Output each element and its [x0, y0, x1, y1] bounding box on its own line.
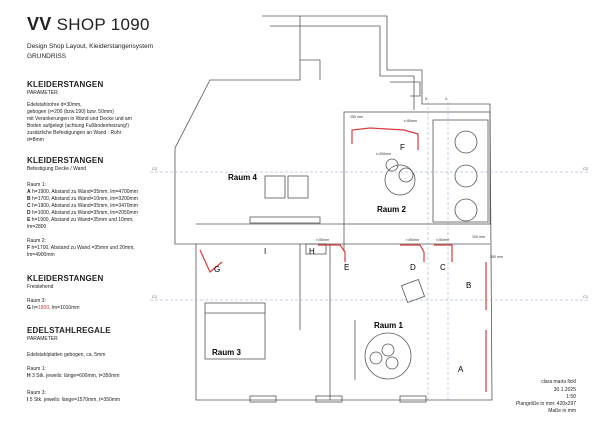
label-raum1: Raum 1	[374, 321, 403, 330]
rod-c	[434, 244, 453, 262]
rod-d-line: D h=1000, Abstand zu Wand=35mm, lm=2050m…	[27, 210, 138, 216]
shelf-unit-2	[287, 175, 309, 199]
section-2-room1: Raum 1:	[27, 182, 46, 188]
dim-r50-d: r=50mm	[406, 238, 419, 242]
subtitle-line-2: GRUNDRISS	[27, 53, 67, 60]
section-4-room3: Raum 3:	[27, 390, 46, 396]
rod-b-line: B h=1700, Abstand zu Wand=10mm, lm=3200m…	[27, 196, 138, 202]
dim-250: 250 mm	[350, 115, 363, 119]
chair-2	[398, 167, 414, 183]
shelf-h-line: H 3 Stk. jeweils: länge=600mm, t=350mm	[27, 373, 120, 379]
rod-e	[318, 244, 346, 262]
fitting-room-round	[384, 164, 416, 196]
dim-100: 100 mm	[472, 235, 485, 239]
zone-i: I	[264, 247, 266, 256]
section-2-room2: Raum 2:	[27, 238, 46, 244]
section-3-room3: Raum 3:	[27, 298, 46, 304]
wall-shelf-i	[249, 216, 321, 224]
zone-d: D	[410, 263, 416, 272]
mark-b-top: B	[425, 96, 428, 101]
scale: 1:50	[566, 394, 576, 400]
section-4-title: EDELSTAHLREGALE	[27, 326, 111, 335]
label-raum4: Raum 4	[228, 173, 257, 182]
top-stair	[390, 81, 421, 97]
chair-1	[385, 158, 399, 172]
date: 30.1.2025	[553, 387, 576, 393]
sideboard	[432, 119, 489, 223]
section-2-sub: Befestigung Decke / Wand	[27, 166, 87, 172]
rod-f-cont: lm=4900mm	[27, 252, 55, 258]
section-4-sub: PARAMETER	[27, 336, 58, 342]
rod-g-line: G h=1800, lm=1010mm	[27, 305, 80, 311]
rod-f-line: F h=1700, Abstand zu Wand =35mm und 20mm…	[27, 245, 135, 251]
section-1-sub: PARAMETER	[27, 90, 58, 96]
zone-g: G	[214, 265, 220, 274]
rod-f	[351, 127, 419, 150]
table-1	[369, 351, 383, 365]
zone-b: B	[466, 281, 471, 290]
mark-c2-right: C2	[583, 166, 589, 171]
clothes-rack-2	[454, 164, 478, 188]
dim-r50-top: r=50mm	[404, 119, 417, 123]
section-4-body: Edelstahlplatten gebogen, ca. 5mm	[27, 352, 106, 358]
dim-350: 350 mm	[490, 255, 503, 259]
zone-a: A	[458, 365, 464, 374]
shop-logo: VV SHOP 1090	[27, 14, 150, 35]
cabinet	[400, 278, 426, 304]
zone-c: C	[440, 263, 446, 272]
round-rug	[364, 332, 412, 380]
brand-mark: VV	[27, 14, 52, 34]
clothes-rack-3	[454, 198, 478, 222]
shelf-unit-1	[264, 175, 286, 199]
mark-c2-left: C2	[152, 166, 158, 171]
wall-shelf-h	[305, 243, 327, 255]
shelf-i-line: I 5 Stk. jeweils: länge=1570mm, t=350mm	[27, 397, 121, 403]
plan-size: Plangröße in mm: 420x297	[515, 401, 576, 407]
rod-e-line: E h=1900, Abstand zu Wand=35mm und 10mm,	[27, 217, 134, 223]
zone-e: E	[344, 263, 349, 272]
inner-wall	[270, 25, 415, 110]
rod-e-cont: lm=2800	[27, 224, 47, 230]
table-2	[381, 343, 395, 357]
shop-name: SHOP 1090	[51, 15, 150, 34]
table-3	[385, 356, 399, 370]
window-2	[315, 395, 343, 403]
units: Maße in mm	[548, 408, 576, 414]
room-2-outline	[343, 111, 491, 225]
rod-c-line: C h=1900, Abstand zu Wand=35mm, lm=3470m…	[27, 203, 138, 209]
dim-r50-e: r=50mm	[316, 238, 329, 242]
top-notch	[300, 59, 321, 80]
clothes-rack-1	[454, 130, 478, 154]
zone-f: F	[400, 143, 405, 152]
section-1-body: Edelstahlrohre d=30mm, gebogen (r=200 (b…	[27, 102, 132, 143]
zone-h: H	[309, 247, 315, 256]
section-1-title: KLEIDERSTANGEN	[27, 80, 104, 89]
bed	[204, 302, 266, 360]
section-4-room1: Raum 1:	[27, 366, 46, 372]
mark-c1-right: C1	[583, 294, 589, 299]
subtitle-line-1: Design Shop Layout, Kleiderstangensystem	[27, 43, 154, 50]
rod-a-line: A h=1900, Abstand zu Wand=35mm, lm=4700m…	[27, 189, 138, 195]
rod-g	[199, 249, 223, 273]
window-1	[249, 395, 277, 403]
section-2-title: KLEIDERSTANGEN	[27, 156, 104, 165]
rod-d	[400, 244, 425, 262]
mark-a-top: A	[445, 96, 448, 101]
section-3-sub: Freistehend	[27, 284, 54, 290]
mark-c1-left: C1	[152, 294, 158, 299]
section-3-title: KLEIDERSTANGEN	[27, 274, 104, 283]
label-raum3: Raum 3	[212, 348, 241, 357]
building-outline	[174, 15, 493, 401]
author: clara maria fickl	[541, 379, 576, 385]
dim-r200: r=200mm	[376, 152, 391, 156]
label-raum2: Raum 2	[377, 205, 406, 214]
window-3	[399, 395, 427, 403]
dim-r50-c: r=50mm	[436, 238, 449, 242]
